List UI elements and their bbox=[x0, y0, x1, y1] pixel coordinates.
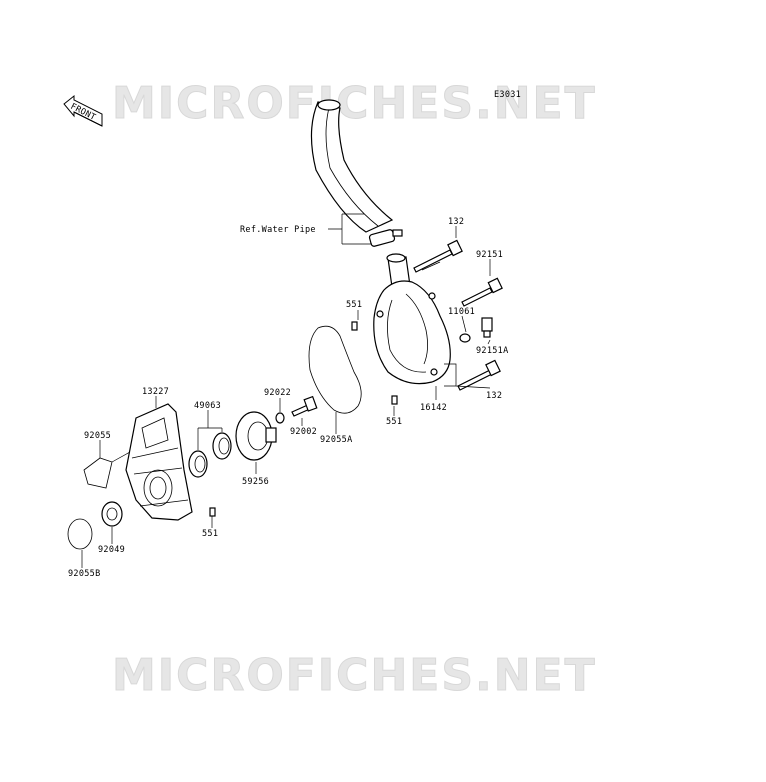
label-92055: 92055 bbox=[84, 431, 111, 441]
o-ring-92055B bbox=[67, 518, 93, 550]
label-92055A: 92055A bbox=[320, 435, 353, 445]
label-11061: 11061 bbox=[448, 307, 475, 317]
front-arrow-icon: FRONT bbox=[63, 94, 103, 127]
gasket-92055 bbox=[83, 457, 113, 489]
leader-lines bbox=[81, 226, 491, 568]
watermark-bottom: MICROFICHES.NET bbox=[112, 650, 597, 701]
hose-clamp bbox=[368, 229, 403, 247]
label-13227: 13227 bbox=[142, 387, 169, 397]
label-132-top: 132 bbox=[448, 217, 464, 227]
label-49063: 49063 bbox=[194, 401, 221, 411]
dowel-pin-551-bottom bbox=[209, 507, 216, 517]
washer-92022 bbox=[275, 412, 285, 424]
label-92151A: 92151A bbox=[476, 346, 509, 356]
diagram-code: E3031 bbox=[494, 90, 521, 100]
label-551-top: 551 bbox=[346, 300, 362, 310]
seal-49063 bbox=[188, 432, 232, 478]
label-92022: 92022 bbox=[264, 388, 291, 398]
label-92002: 92002 bbox=[290, 427, 317, 437]
bolt-92151 bbox=[461, 277, 503, 307]
label-ref-water-pipe: Ref.Water Pipe bbox=[240, 225, 316, 235]
label-551-mid: 551 bbox=[386, 417, 402, 427]
bolt-132-bottom bbox=[457, 359, 501, 391]
label-92055B: 92055B bbox=[68, 569, 101, 579]
label-92151: 92151 bbox=[476, 250, 503, 260]
watermark-top: MICROFICHES.NET bbox=[112, 78, 597, 129]
o-ring-92055A bbox=[308, 325, 362, 414]
bolt-92151A bbox=[481, 317, 493, 338]
washer-11061 bbox=[459, 333, 471, 343]
impeller-59256 bbox=[235, 411, 277, 461]
dowel-pin-551-top bbox=[351, 321, 358, 331]
dowel-pin-551-mid bbox=[391, 395, 398, 405]
label-92049: 92049 bbox=[98, 545, 125, 555]
label-551-bottom: 551 bbox=[202, 529, 218, 539]
label-59256: 59256 bbox=[242, 477, 269, 487]
label-16142: 16142 bbox=[420, 403, 447, 413]
pump-cover bbox=[373, 253, 451, 385]
seal-92049 bbox=[101, 501, 123, 527]
label-132-bottom: 132 bbox=[486, 391, 502, 401]
bolt-132-top bbox=[413, 239, 463, 273]
pump-body-13227 bbox=[125, 403, 193, 521]
bolt-92002 bbox=[291, 395, 318, 417]
water-hose bbox=[310, 99, 394, 233]
